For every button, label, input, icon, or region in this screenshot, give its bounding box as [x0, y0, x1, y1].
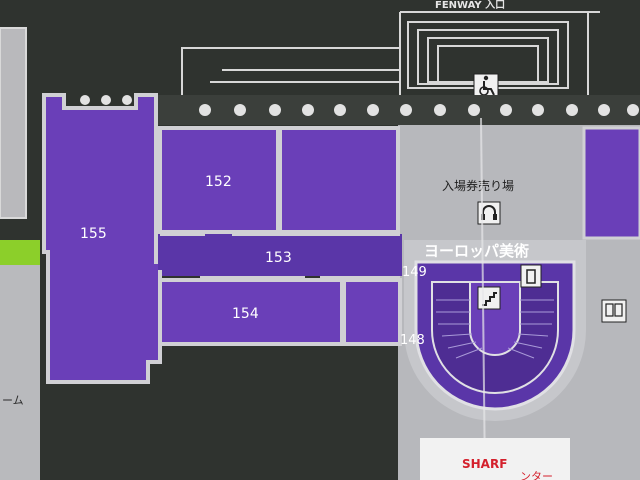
- corridor-153: [158, 234, 402, 276]
- bottom-building: [420, 438, 570, 480]
- entrance-label: FENWAY 入口: [435, 0, 505, 11]
- room-154-label: 154: [232, 306, 259, 322]
- room-148-label: 148: [400, 333, 425, 348]
- room-149-label: 149: [402, 265, 427, 280]
- restroom-icon: [601, 299, 627, 323]
- room-154: [158, 278, 344, 346]
- room-151: [278, 126, 400, 234]
- room-east: [582, 126, 640, 240]
- left-partial-label: ーム: [2, 394, 24, 407]
- bottom-building-label: SHARF: [462, 457, 507, 471]
- stairs-icon: [477, 286, 501, 310]
- gallery-title: ヨーロッパ美術: [424, 242, 529, 260]
- left-lower-area: [0, 265, 40, 480]
- colonnade-columns: [80, 95, 639, 116]
- room-152-label: 152: [205, 174, 232, 190]
- stair-treads: [436, 299, 554, 359]
- wheelchair-icon: [473, 73, 499, 99]
- elevator-icon: [520, 264, 542, 288]
- colonnade-walkway: [150, 95, 640, 125]
- room-155: 155: [42, 93, 162, 384]
- room-153-label: 153: [265, 250, 292, 266]
- room-154-annex: [342, 278, 402, 346]
- entrance-steps: [181, 11, 600, 95]
- room-155-label: 155: [80, 226, 107, 242]
- european-art-gallery: [404, 240, 586, 421]
- left-building: [0, 27, 27, 219]
- bottom-building-sub: ンター: [520, 470, 553, 480]
- paper-crease: [480, 117, 486, 480]
- ticket-office-label: 入場券売り場: [442, 178, 514, 193]
- lime-strip: [0, 240, 40, 265]
